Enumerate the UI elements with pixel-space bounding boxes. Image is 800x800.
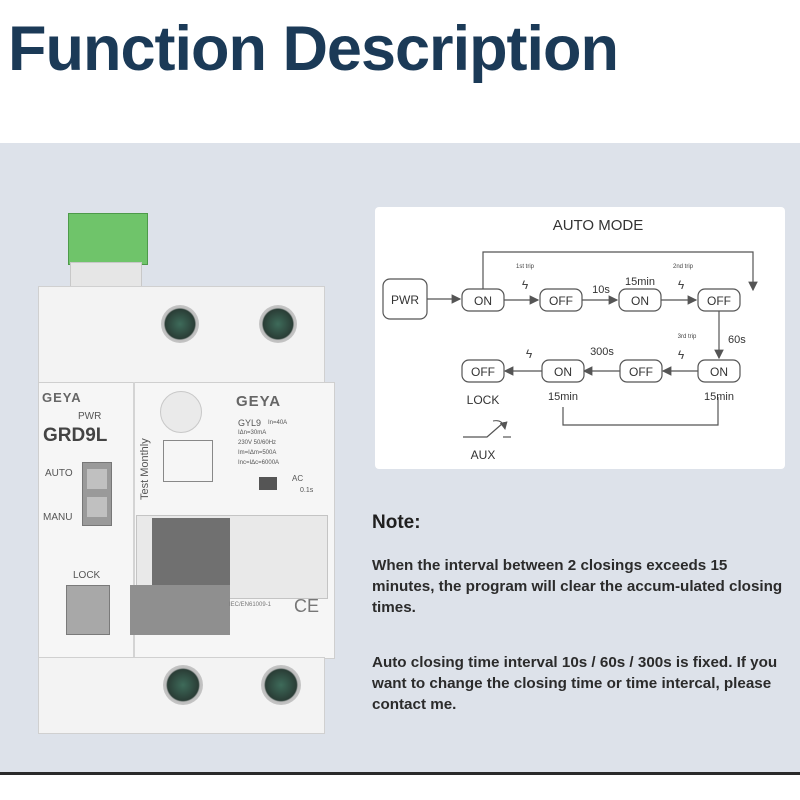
time-60s-label: 60s: [728, 334, 746, 346]
auto-manu-switch[interactable]: [82, 462, 112, 526]
spec-model: GYL9: [238, 418, 262, 428]
note-paragraph-2: Auto closing time interval 10s / 60s / 3…: [372, 654, 778, 713]
circuit-symbol-icon: [163, 440, 213, 482]
on-node-4-label: ON: [554, 365, 572, 379]
screw-icon: [261, 665, 301, 705]
auto-label: AUTO: [45, 468, 73, 479]
loop-line-bottom: [562, 397, 719, 426]
lock-slider[interactable]: [66, 585, 110, 635]
note-title: Note:: [372, 512, 421, 533]
aux-arrow-icon: [492, 420, 508, 430]
on-node-2-label: ON: [631, 294, 649, 308]
time-10s-label: 10s: [592, 284, 610, 296]
test-monthly-label: Test Monthly: [139, 438, 151, 500]
indicator-window: [259, 477, 277, 490]
standard-label: IEC/EN61009-1: [229, 602, 272, 608]
spec-in: In=40A: [268, 420, 288, 426]
brand-logo-left: GEYA: [42, 390, 82, 405]
loop-line-top: [482, 251, 758, 292]
test-button[interactable]: [160, 391, 202, 433]
off-node-4-label: OFF: [471, 365, 495, 379]
spec-im: Im=IΔm=500A: [238, 450, 277, 456]
diagram-title: AUTO MODE: [553, 217, 644, 234]
model-label: GRD9L: [43, 425, 108, 446]
switch-arrow-down-icon: [87, 497, 107, 517]
trip-2nd-label: 2nd trip: [673, 264, 694, 270]
time-15min-label-top: 15min: [625, 276, 655, 288]
screw-icon: [259, 305, 297, 343]
spec-idn: IΔn=30mA: [238, 430, 267, 436]
aux-label: AUX: [471, 448, 496, 462]
brand-logo-right: GEYA: [236, 393, 282, 410]
lightning-icon: ϟ: [678, 278, 685, 292]
screw-icon: [163, 665, 203, 705]
auto-mode-flow-svg: AUTO MODE PWR ON 1st trip ϟ OFF 10s ON 1…: [382, 217, 758, 462]
time-15min-label-left: 15min: [548, 391, 578, 403]
lightning-icon: ϟ: [522, 278, 529, 292]
spec-voltage: 230V 50/60Hz: [238, 440, 277, 446]
on-node-1-label: ON: [474, 294, 492, 308]
note-paragraph-1: When the interval between 2 closings exc…: [372, 557, 783, 616]
trip-3rd-label: 3rd trip: [678, 334, 697, 340]
manu-label: MANU: [43, 512, 73, 523]
pwr-label: PWR: [78, 411, 102, 422]
off-node-4: [461, 359, 505, 383]
screw-icon: [161, 305, 199, 343]
aux-switch-icon: [463, 422, 504, 438]
green-terminal: [68, 213, 148, 265]
spec-time: 0.1s: [300, 487, 314, 494]
module-divider: [133, 382, 135, 657]
time-300s-label: 300s: [590, 346, 614, 358]
page-title: Function Description: [8, 14, 619, 84]
lock-label: LOCK: [467, 393, 500, 407]
bottom-divider: [0, 772, 800, 775]
on-node-3-label: ON: [710, 365, 728, 379]
switch-arrow-up-icon: [87, 469, 107, 489]
spec-inc: Inc=IΔc=6000A: [238, 460, 280, 466]
toggle-lever[interactable]: [152, 518, 230, 590]
spec-type: AC: [292, 474, 304, 483]
pwr-node-label: PWR: [391, 293, 419, 307]
lock-label: LOCK: [73, 570, 101, 581]
auto-mode-diagram: AUTO MODE PWR ON 1st trip ϟ OFF 10s ON 1…: [375, 207, 785, 469]
trip-1st-label: 1st trip: [516, 264, 535, 270]
lightning-icon: ϟ: [678, 348, 685, 362]
lightning-icon: ϟ: [526, 347, 533, 361]
time-15min-label-right: 15min: [704, 391, 734, 403]
terminal-stem: [70, 262, 142, 290]
off-node-3-label: OFF: [629, 365, 653, 379]
off-node-2-label: OFF: [707, 294, 731, 308]
ce-mark: CE: [294, 596, 320, 616]
lever-base: [130, 585, 230, 635]
off-node-1-label: OFF: [549, 294, 573, 308]
